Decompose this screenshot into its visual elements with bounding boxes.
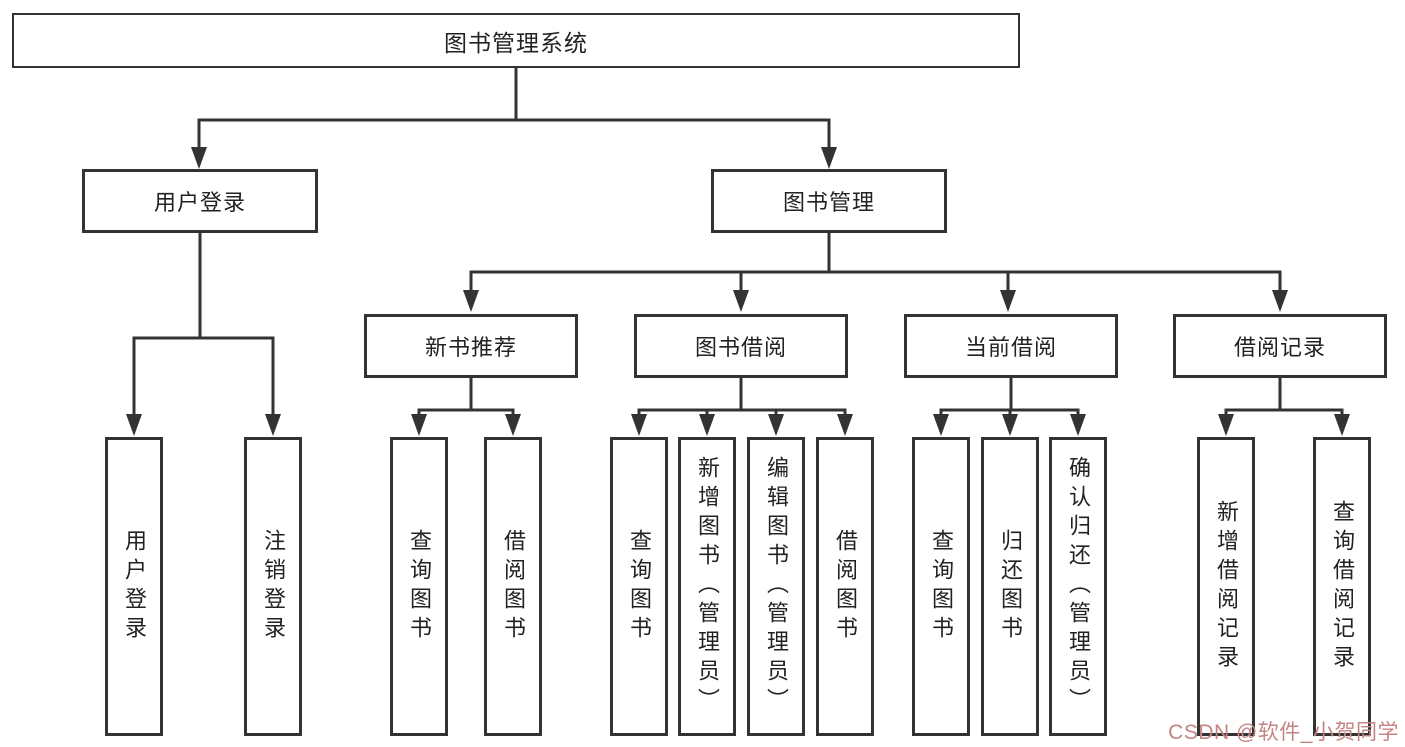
- node-borrow-record: 借阅记录: [1173, 314, 1387, 378]
- leaf-query-book-borrow: 查询图书: [610, 437, 668, 736]
- leaf-label: 新增图书（管理员）: [695, 456, 720, 717]
- leaf-return-book: 归还图书: [981, 437, 1039, 736]
- leaf-label: 新增借阅记录: [1214, 499, 1239, 674]
- node-label: 图书管理: [782, 190, 875, 215]
- leaf-label: 用户登录: [122, 528, 147, 645]
- leaf-query-borrow-record: 查询借阅记录: [1313, 437, 1371, 736]
- leaf-label: 确认归还（管理员）: [1066, 456, 1091, 717]
- leaf-confirm-return-admin: 确认归还（管理员）: [1049, 437, 1107, 736]
- node-label: 图书借阅: [694, 335, 787, 360]
- node-label: 借阅记录: [1233, 335, 1326, 360]
- leaf-label: 查询图书: [929, 528, 954, 645]
- csdn-watermark: CSDN @软件_小贺同学: [1168, 721, 1399, 744]
- node-new-book-recommend: 新书推荐: [364, 314, 578, 378]
- leaf-add-borrow-record: 新增借阅记录: [1197, 437, 1255, 736]
- leaf-label: 查询图书: [627, 528, 652, 645]
- node-book-management: 图书管理: [711, 169, 947, 233]
- leaf-logout: 注销登录: [244, 437, 302, 736]
- node-label: 图书管理系统: [444, 29, 588, 56]
- node-label: 用户登录: [153, 190, 246, 215]
- node-label: 新书推荐: [424, 335, 517, 360]
- leaf-label: 归还图书: [998, 528, 1023, 645]
- leaf-label: 查询借阅记录: [1330, 499, 1355, 674]
- leaf-user-login: 用户登录: [105, 437, 163, 736]
- leaf-label: 查询图书: [407, 528, 432, 645]
- leaf-edit-book-admin: 编辑图书（管理员）: [747, 437, 805, 736]
- leaf-label: 编辑图书（管理员）: [764, 456, 789, 717]
- leaf-borrow-book-newbook: 借阅图书: [484, 437, 542, 736]
- leaf-query-book-newbook: 查询图书: [390, 437, 448, 736]
- leaf-query-book-current: 查询图书: [912, 437, 970, 736]
- node-user-login: 用户登录: [82, 169, 318, 233]
- leaf-add-book-admin: 新增图书（管理员）: [678, 437, 736, 736]
- leaf-label: 注销登录: [261, 528, 286, 645]
- leaf-borrow-book: 借阅图书: [816, 437, 874, 736]
- node-root-system: 图书管理系统: [12, 13, 1020, 68]
- node-label: 当前借阅: [964, 335, 1057, 360]
- leaf-label: 借阅图书: [501, 528, 526, 645]
- leaf-label: 借阅图书: [833, 528, 858, 645]
- node-current-borrow: 当前借阅: [904, 314, 1118, 378]
- node-book-borrow: 图书借阅: [634, 314, 848, 378]
